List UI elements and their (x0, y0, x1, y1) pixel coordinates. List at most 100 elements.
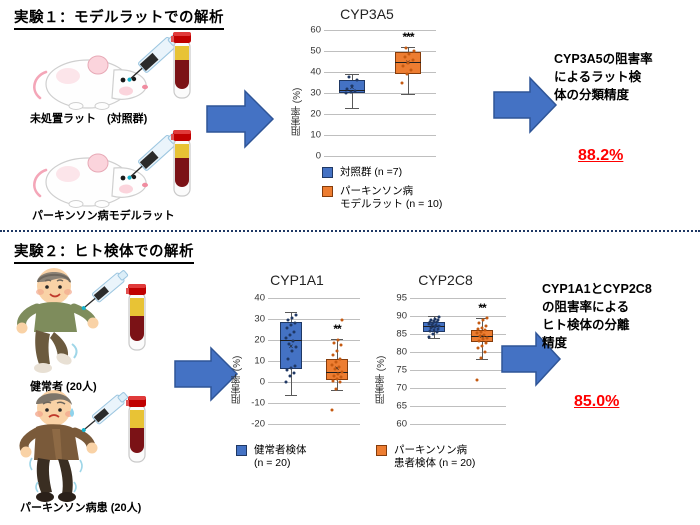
gridline (410, 352, 506, 353)
rat-illustration-model (26, 130, 206, 210)
data-point (339, 375, 343, 379)
significance-marker: ** (333, 321, 341, 336)
legend-label-patient: パーキンソン病 患者検体 (n = 20) (394, 444, 476, 470)
legend-label-model: パーキンソン病 モデルラット (n = 10) (340, 185, 443, 211)
healthy-person-illustration (14, 266, 134, 374)
significance-marker: ** (478, 300, 486, 315)
data-point (344, 91, 348, 95)
data-point (485, 316, 489, 320)
gridline (324, 93, 436, 94)
chart-cyp2c8-ylabel: 阻害率 (%) (376, 355, 387, 404)
data-point (407, 52, 411, 56)
data-point (437, 315, 441, 319)
data-point (427, 322, 431, 326)
gridline (324, 30, 436, 31)
whisker-cap (344, 74, 360, 76)
data-point (475, 331, 479, 335)
data-point (434, 323, 438, 327)
data-point (483, 350, 487, 354)
result-percent-1: 88.2% (578, 147, 624, 164)
y-tick-label: -20 (251, 418, 265, 430)
whisker-cap (344, 107, 360, 109)
data-point (336, 372, 340, 376)
rat-control-caption: 未処置ラット (対照群) (30, 113, 148, 125)
data-point (347, 75, 351, 79)
y-tick-label: 50 (310, 45, 321, 57)
y-tick-label: 65 (396, 400, 407, 412)
blood-tube-icon-4 (125, 394, 151, 466)
gridline (268, 340, 360, 341)
blood-tube-icon-2 (170, 128, 196, 200)
y-tick-label: 20 (310, 108, 321, 120)
legend-label-control: 対照群 (n =7) (340, 166, 403, 178)
chart-cyp3a5-title: CYP3A5 (340, 6, 394, 22)
median-line (326, 371, 348, 373)
data-point (331, 353, 335, 357)
data-point (475, 378, 479, 382)
section-divider (0, 230, 700, 232)
whisker-cap (475, 359, 489, 361)
legend-item-patient: パーキンソン病 患者検体 (n = 20) (376, 444, 526, 470)
data-point (428, 329, 432, 333)
whisker-cap (475, 317, 489, 319)
data-point (355, 78, 359, 82)
data-point (479, 356, 483, 360)
y-tick-label: 30 (254, 313, 265, 325)
legend-item-model: パーキンソン病 モデルラット (n = 10) (322, 185, 512, 211)
gridline (268, 361, 360, 362)
data-point (292, 371, 296, 375)
data-point (334, 387, 338, 391)
data-point (431, 332, 435, 336)
data-point (401, 64, 405, 68)
data-point (340, 318, 344, 322)
y-tick-label: 10 (254, 355, 265, 367)
gridline (268, 298, 360, 299)
data-point (286, 357, 290, 361)
mean-marker: × (349, 83, 355, 93)
data-point (339, 343, 343, 347)
data-point (289, 323, 293, 327)
data-point (294, 313, 298, 317)
data-point (332, 341, 336, 345)
legend-label-healthy: 健常者検体 (n = 20) (254, 444, 307, 470)
data-point (330, 363, 334, 367)
data-point (436, 327, 440, 331)
whisker-cap (427, 316, 441, 317)
rat-model-caption: パーキンソン病モデルラット (32, 210, 175, 222)
data-point (289, 366, 293, 370)
y-tick-label: 75 (396, 364, 407, 376)
gridline (324, 135, 436, 136)
data-point (484, 341, 488, 345)
chart-cyp1a1-ylabel: 阻害率 (%) (232, 355, 243, 404)
y-tick-label: -10 (251, 397, 265, 409)
whisker-cap (285, 311, 297, 313)
data-point (480, 326, 484, 330)
flow-arrow-2 (492, 75, 558, 135)
data-point (404, 46, 408, 50)
gridline (268, 424, 360, 425)
y-tick-label: 20 (254, 334, 265, 346)
data-point (338, 357, 342, 361)
mean-marker: × (335, 364, 340, 373)
data-point (406, 61, 410, 65)
data-point (353, 89, 357, 93)
data-point (285, 326, 289, 330)
y-tick-label: 95 (396, 292, 407, 304)
data-point (405, 72, 409, 76)
gridline (410, 298, 506, 299)
data-point (337, 365, 341, 369)
result-text-2: CYP1A1とCYP2C8 の阻害率による ヒト検体の分離 精度 (542, 282, 652, 351)
data-point (411, 58, 415, 62)
data-point (285, 368, 289, 372)
section-2-title: 実験２：ヒト検体での解析 (14, 240, 194, 264)
y-tick-label: 90 (396, 310, 407, 322)
gridline (324, 114, 436, 115)
data-point (291, 339, 295, 343)
data-point (430, 323, 434, 327)
gridline (410, 406, 506, 407)
data-point (284, 336, 288, 340)
